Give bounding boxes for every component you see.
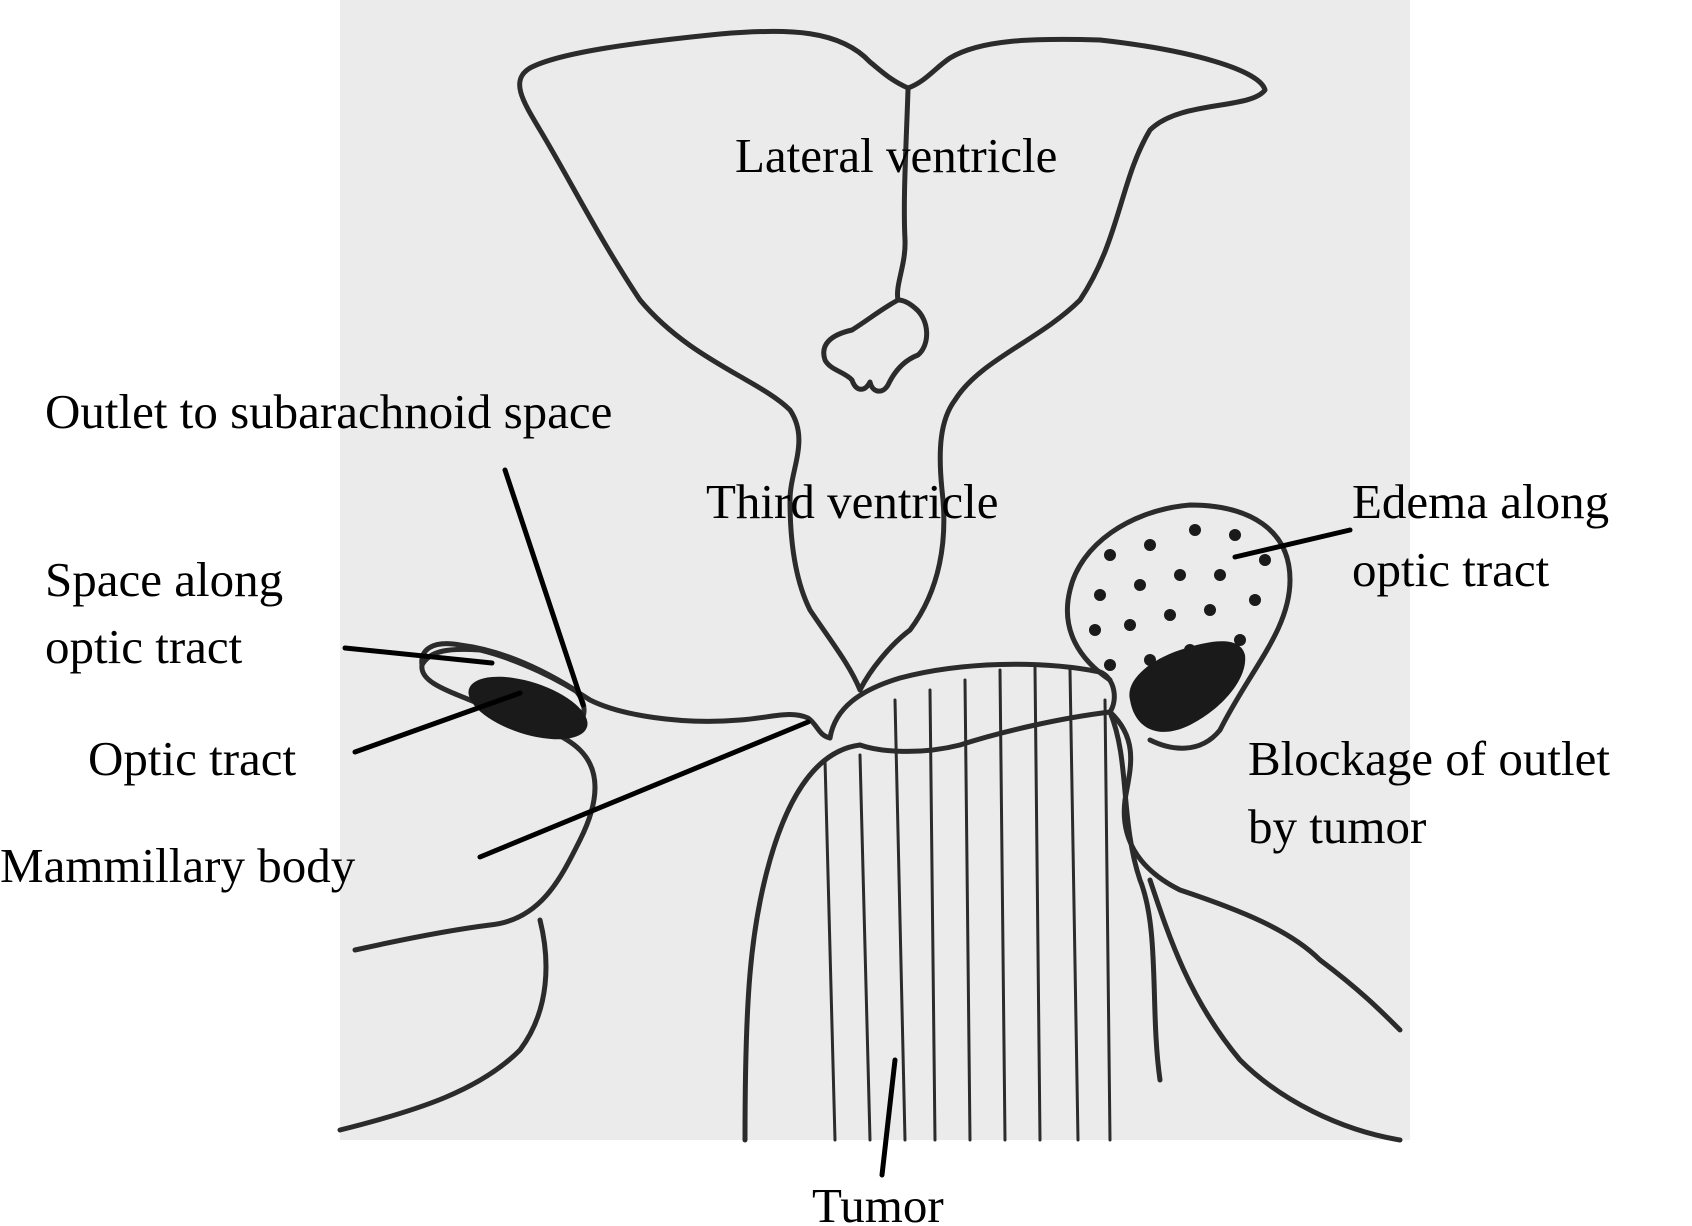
label-lateral-ventricle: Lateral ventricle — [735, 128, 1057, 183]
septum-line — [894, 87, 911, 303]
label-edema-line1: Edema along — [1352, 474, 1609, 529]
leader-outlet — [502, 467, 586, 708]
right-lower-contour — [1147, 877, 1403, 1143]
blockage-fill — [1129, 641, 1246, 732]
label-blockage-line2: by tumor — [1248, 799, 1426, 854]
label-third-ventricle: Third ventricle — [706, 474, 999, 529]
tumor-body — [742, 742, 863, 1143]
leader-mammillary — [477, 719, 811, 860]
tumor-hatching — [823, 666, 1112, 1142]
label-mammillary-body: Mammillary body — [0, 838, 356, 893]
tumor-right-edge — [1107, 709, 1163, 1083]
label-space-line2: optic tract — [45, 619, 243, 674]
lateral-ventricle-outline — [517, 28, 1268, 693]
label-blockage-line1: Blockage of outlet — [1248, 731, 1610, 786]
edema-dots — [1089, 524, 1271, 671]
label-optic-tract: Optic tract — [88, 731, 297, 786]
left-lobe-outline — [352, 646, 833, 953]
left-lower-contour — [337, 917, 549, 1133]
leader-space — [342, 645, 495, 666]
tumor-cap — [827, 661, 1117, 754]
edema-outline — [1064, 502, 1293, 751]
right-lobe-outline — [1107, 709, 1403, 1033]
label-outlet: Outlet to subarachnoid space — [45, 384, 612, 439]
space-along-optic-tract-outline — [419, 641, 587, 733]
leader-edema — [1232, 527, 1353, 560]
label-tumor: Tumor — [812, 1178, 944, 1226]
drawing-panel — [340, 0, 1410, 1140]
leader-tumor — [879, 1057, 898, 1178]
label-space-line1: Space along — [45, 552, 283, 607]
fornix-blob — [821, 297, 930, 394]
label-edema-line2: optic tract — [1352, 542, 1550, 597]
leader-optic-tract — [352, 690, 523, 755]
optic-tract-left — [468, 676, 588, 740]
